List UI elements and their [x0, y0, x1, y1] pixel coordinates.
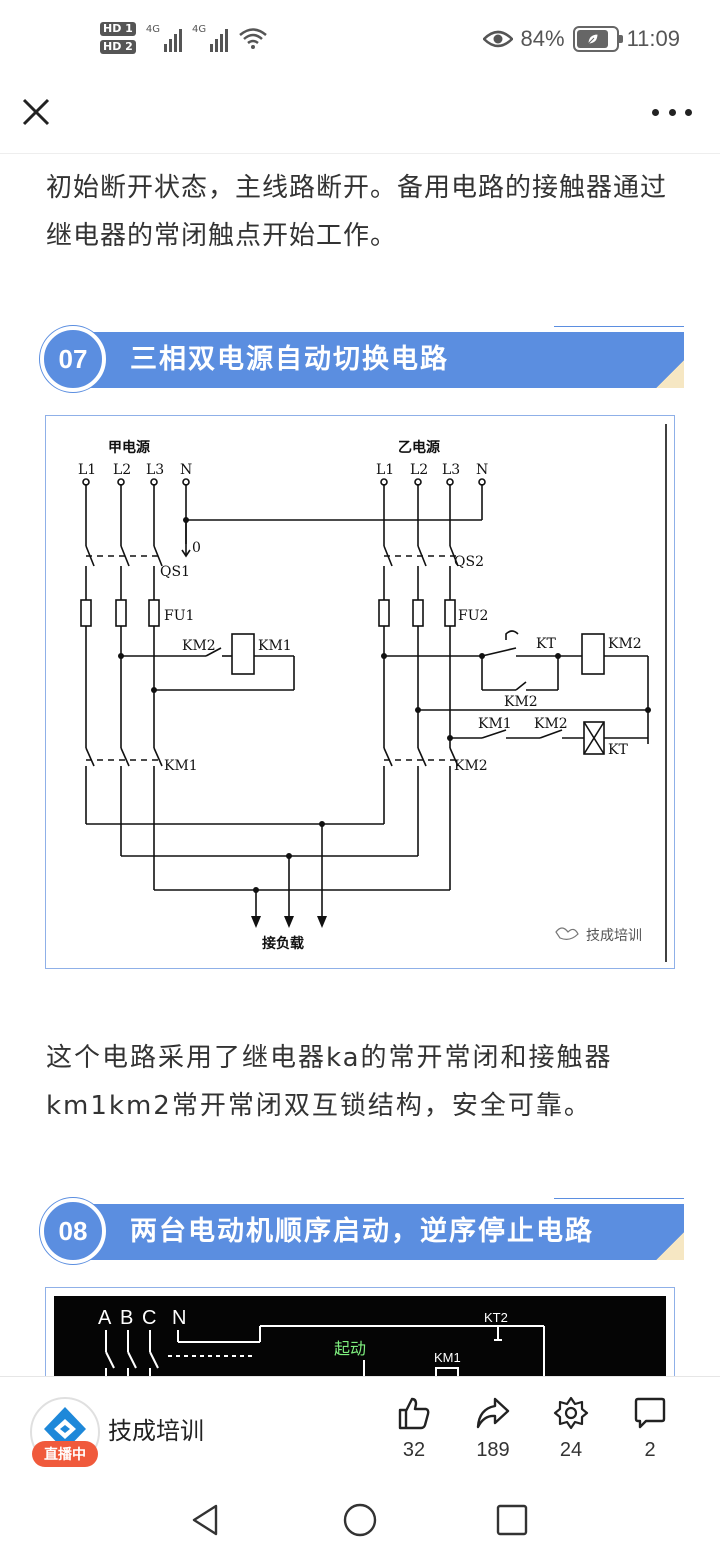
- recents-icon[interactable]: [494, 1502, 530, 1538]
- live-badge[interactable]: 直播中: [32, 1441, 98, 1467]
- circuit-diagram-motor-sequence[interactable]: A B C N KT2 起动 KM1: [45, 1287, 675, 1376]
- source-a-label: 甲电源: [108, 439, 150, 456]
- signal-icon-2: 4G: [191, 24, 229, 52]
- comment-icon: [634, 1397, 666, 1429]
- phase-b-l2: L2: [410, 462, 428, 478]
- share-button[interactable]: 189: [463, 1395, 523, 1462]
- system-nav-bar: [0, 1476, 720, 1560]
- article-content: 初始断开状态，主线路断开。备用电路的接触器通过继电器的常闭触点开始工作。 07 …: [0, 154, 720, 1376]
- net1-label: 4G: [145, 24, 160, 35]
- source-b-label: 乙电源: [398, 439, 440, 456]
- paragraph-2: 这个电路采用了继电器ka的常开常闭和接触器km1km2常开常闭双互锁结构，安全可…: [46, 1043, 613, 1121]
- km2-coil-label: KM2: [608, 636, 642, 652]
- km2-interlock-label: KM2: [504, 694, 538, 710]
- fu1-label: FU1: [164, 608, 194, 624]
- phase-a-l2: L2: [113, 462, 131, 478]
- comment-count: 2: [644, 1439, 656, 1461]
- kt-coil-label: KT: [608, 742, 628, 758]
- more-icon[interactable]: [652, 106, 692, 118]
- clock: 11:09: [626, 26, 680, 51]
- share-count: 189: [476, 1439, 510, 1461]
- km1-coil-label: KM1: [258, 638, 292, 654]
- thumbs-up-icon: [398, 1397, 430, 1430]
- km1-label: KM1: [434, 1350, 461, 1365]
- wifi-icon: [239, 28, 267, 49]
- circuit-svg: 甲电源 乙电源 L1 L2 L3 N L1 L2 L3 N 0 QS1 QS2 …: [78, 424, 667, 962]
- km1-main-label: KM1: [164, 758, 198, 774]
- km2-contact-label: KM2: [182, 638, 216, 654]
- km1-interlock-label: KM1: [478, 716, 512, 732]
- section-number: 08: [40, 1198, 106, 1264]
- label-n: N: [172, 1307, 186, 1329]
- label-b: B: [120, 1307, 133, 1329]
- phase-a-l1: L1: [78, 462, 96, 478]
- phase-a-n: N: [180, 462, 192, 478]
- battery-icon: [572, 26, 623, 52]
- phase-b-n: N: [476, 462, 488, 478]
- kt2-label: KT2: [484, 1310, 508, 1325]
- comment-button[interactable]: 2: [620, 1395, 680, 1462]
- section-title: 两台电动机顺序启动，逆序停止电路: [130, 1216, 594, 1247]
- label-a: A: [98, 1307, 112, 1329]
- paragraph-1: 初始断开状态，主线路断开。备用电路的接触器通过继电器的常闭触点开始工作。: [46, 173, 668, 251]
- favorite-count: 24: [559, 1439, 583, 1461]
- circuit-diagram-dual-power[interactable]: 甲电源 乙电源 L1 L2 L3 N L1 L2 L3 N 0 QS1 QS2 …: [45, 415, 675, 969]
- motor-circuit-svg: A B C N KT2 起动 KM1: [98, 1307, 545, 1376]
- phase-b-l1: L1: [376, 462, 394, 478]
- net2-label: 4G: [191, 24, 207, 35]
- fu2-label: FU2: [458, 608, 488, 624]
- hd-badges: HD 1 HD 2: [100, 22, 136, 54]
- wechat-icon: [555, 927, 579, 940]
- eye-icon: [482, 30, 513, 48]
- watermark: 技成培训: [586, 928, 642, 944]
- back-icon[interactable]: [188, 1502, 224, 1538]
- favorite-icon: [553, 1396, 589, 1430]
- status-bar: HD 1 HD 2 4G 4G 84% 11:09: [0, 0, 720, 84]
- action-bar: 直播中 技成培训 32 189 24 2: [0, 1376, 720, 1476]
- label-c: C: [142, 1307, 156, 1329]
- km2-main-label: KM2: [454, 758, 488, 774]
- share-icon: [476, 1397, 510, 1429]
- signal-icon: 4G: [146, 24, 182, 52]
- hd2-badge: HD 2: [100, 40, 136, 54]
- hd1-badge: HD 1: [100, 22, 136, 36]
- like-count: 32: [402, 1439, 426, 1461]
- home-icon[interactable]: [342, 1502, 378, 1538]
- phase-b-l3: L3: [442, 462, 460, 478]
- section-heading-08: 08 两台电动机顺序启动，逆序停止电路: [40, 1198, 684, 1264]
- phase-a-l3: L3: [146, 462, 164, 478]
- section-number: 07: [40, 326, 106, 392]
- network-indicators: HD 1 HD 2 4G 4G: [100, 22, 268, 54]
- status-right: 84% 11:09: [482, 26, 680, 52]
- like-button[interactable]: 32: [384, 1395, 444, 1462]
- favorite-button[interactable]: 24: [541, 1395, 601, 1462]
- author-name[interactable]: 技成培训: [108, 1417, 204, 1445]
- close-icon[interactable]: [18, 94, 54, 130]
- section-heading-07: 07 三相双电源自动切换电路: [40, 326, 684, 392]
- qs1-label: QS1: [160, 564, 190, 580]
- battery-percent: 84%: [520, 26, 565, 51]
- kt-contact-label: KT: [536, 636, 556, 652]
- km2-contact2-label: KM2: [534, 716, 568, 732]
- start-label: 起动: [334, 1340, 366, 1358]
- qs2-label: QS2: [454, 554, 484, 570]
- app-header: [0, 84, 720, 154]
- zero-label: 0: [192, 540, 201, 556]
- logo-icon: [44, 1407, 86, 1451]
- section-title: 三相双电源自动切换电路: [130, 344, 449, 375]
- load-label: 接负载: [262, 935, 304, 952]
